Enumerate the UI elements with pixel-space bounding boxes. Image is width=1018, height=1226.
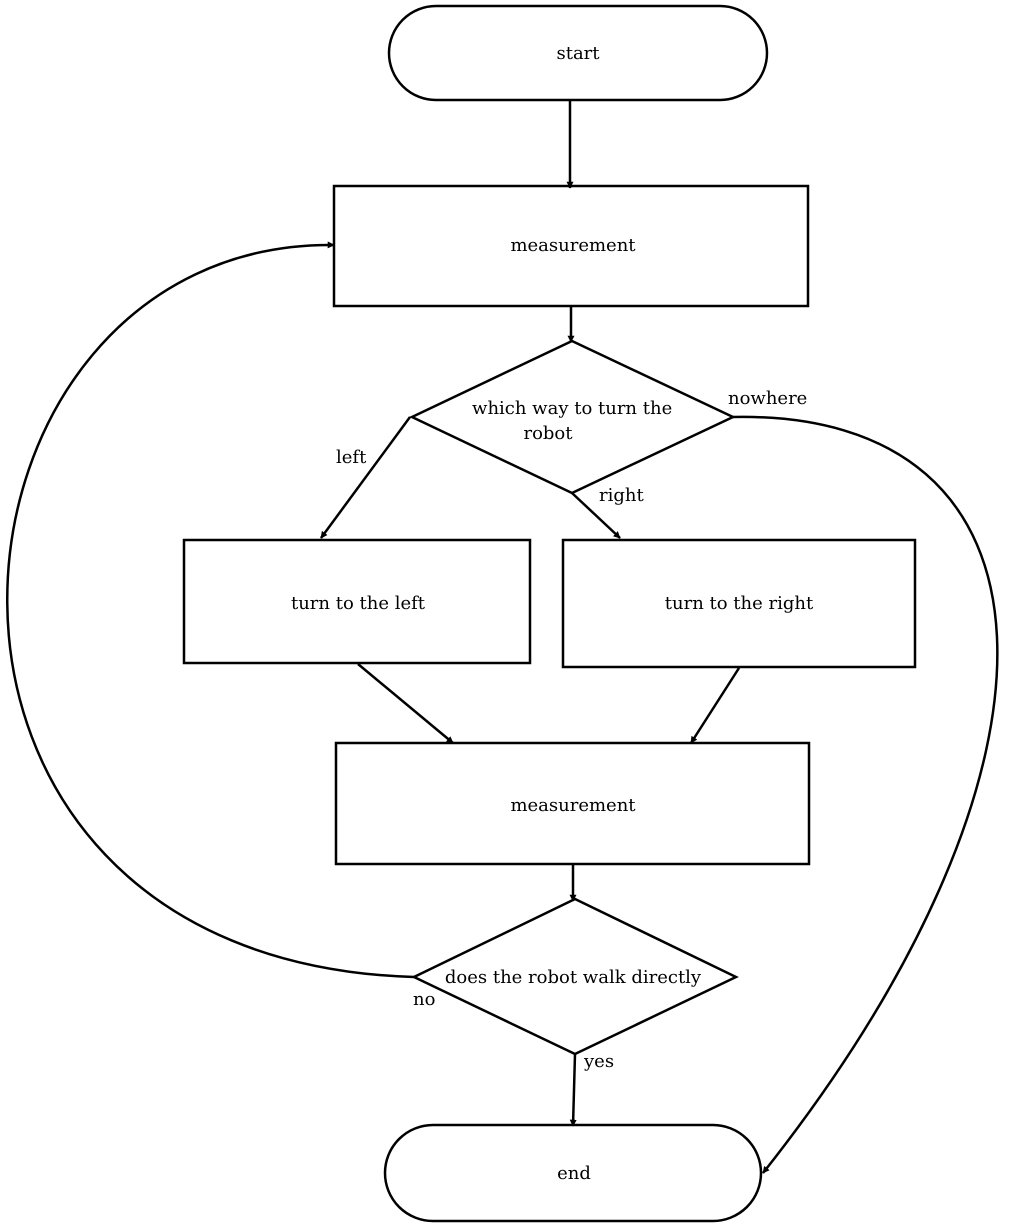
turn-decision-line-2: robot — [523, 423, 573, 444]
turn-left-box: turn to the left — [182, 538, 532, 665]
start-label: start — [556, 43, 600, 64]
measurement-box-2: measurement — [334, 741, 811, 866]
turn-right-label: turn to the right — [665, 593, 814, 614]
turn-right-box: turn to the right — [561, 538, 917, 669]
nowhere-edge-label: nowhere — [728, 388, 807, 409]
edge-left-to-measurement — [357, 663, 454, 744]
end-label: end — [557, 1163, 591, 1184]
no-edge-label: no — [413, 989, 435, 1010]
turn-decision-line-1: which way to turn the — [472, 398, 672, 419]
edge-no-loop-to-measurement — [6, 241, 415, 979]
start-terminal: start — [387, 4, 769, 102]
turn-left-label: turn to the left — [291, 593, 426, 614]
measurement-label-1: measurement — [510, 235, 636, 256]
edge-right-to-measurement — [689, 667, 741, 744]
turn-decision-diamond: which way to turn the robot — [409, 339, 736, 495]
right-edge-label: right — [599, 485, 644, 506]
edge-nowhere-to-end — [732, 415, 999, 1174]
measurement-box-1: measurement — [332, 184, 810, 308]
edge-yes-to-end — [569, 1053, 577, 1127]
end-terminal: end — [383, 1123, 763, 1223]
yes-edge-label: yes — [583, 1051, 614, 1072]
edge-decision-to-right — [571, 492, 621, 539]
left-edge-label: left — [336, 447, 367, 468]
walk-decision-label: does the robot walk directly — [445, 967, 702, 988]
turn-decision-label: which way to turn the robot — [472, 398, 678, 444]
walk-decision-diamond: does the robot walk directly — [411, 897, 739, 1056]
edge-decision-to-left — [319, 416, 412, 539]
measurement-label-2: measurement — [510, 795, 636, 816]
